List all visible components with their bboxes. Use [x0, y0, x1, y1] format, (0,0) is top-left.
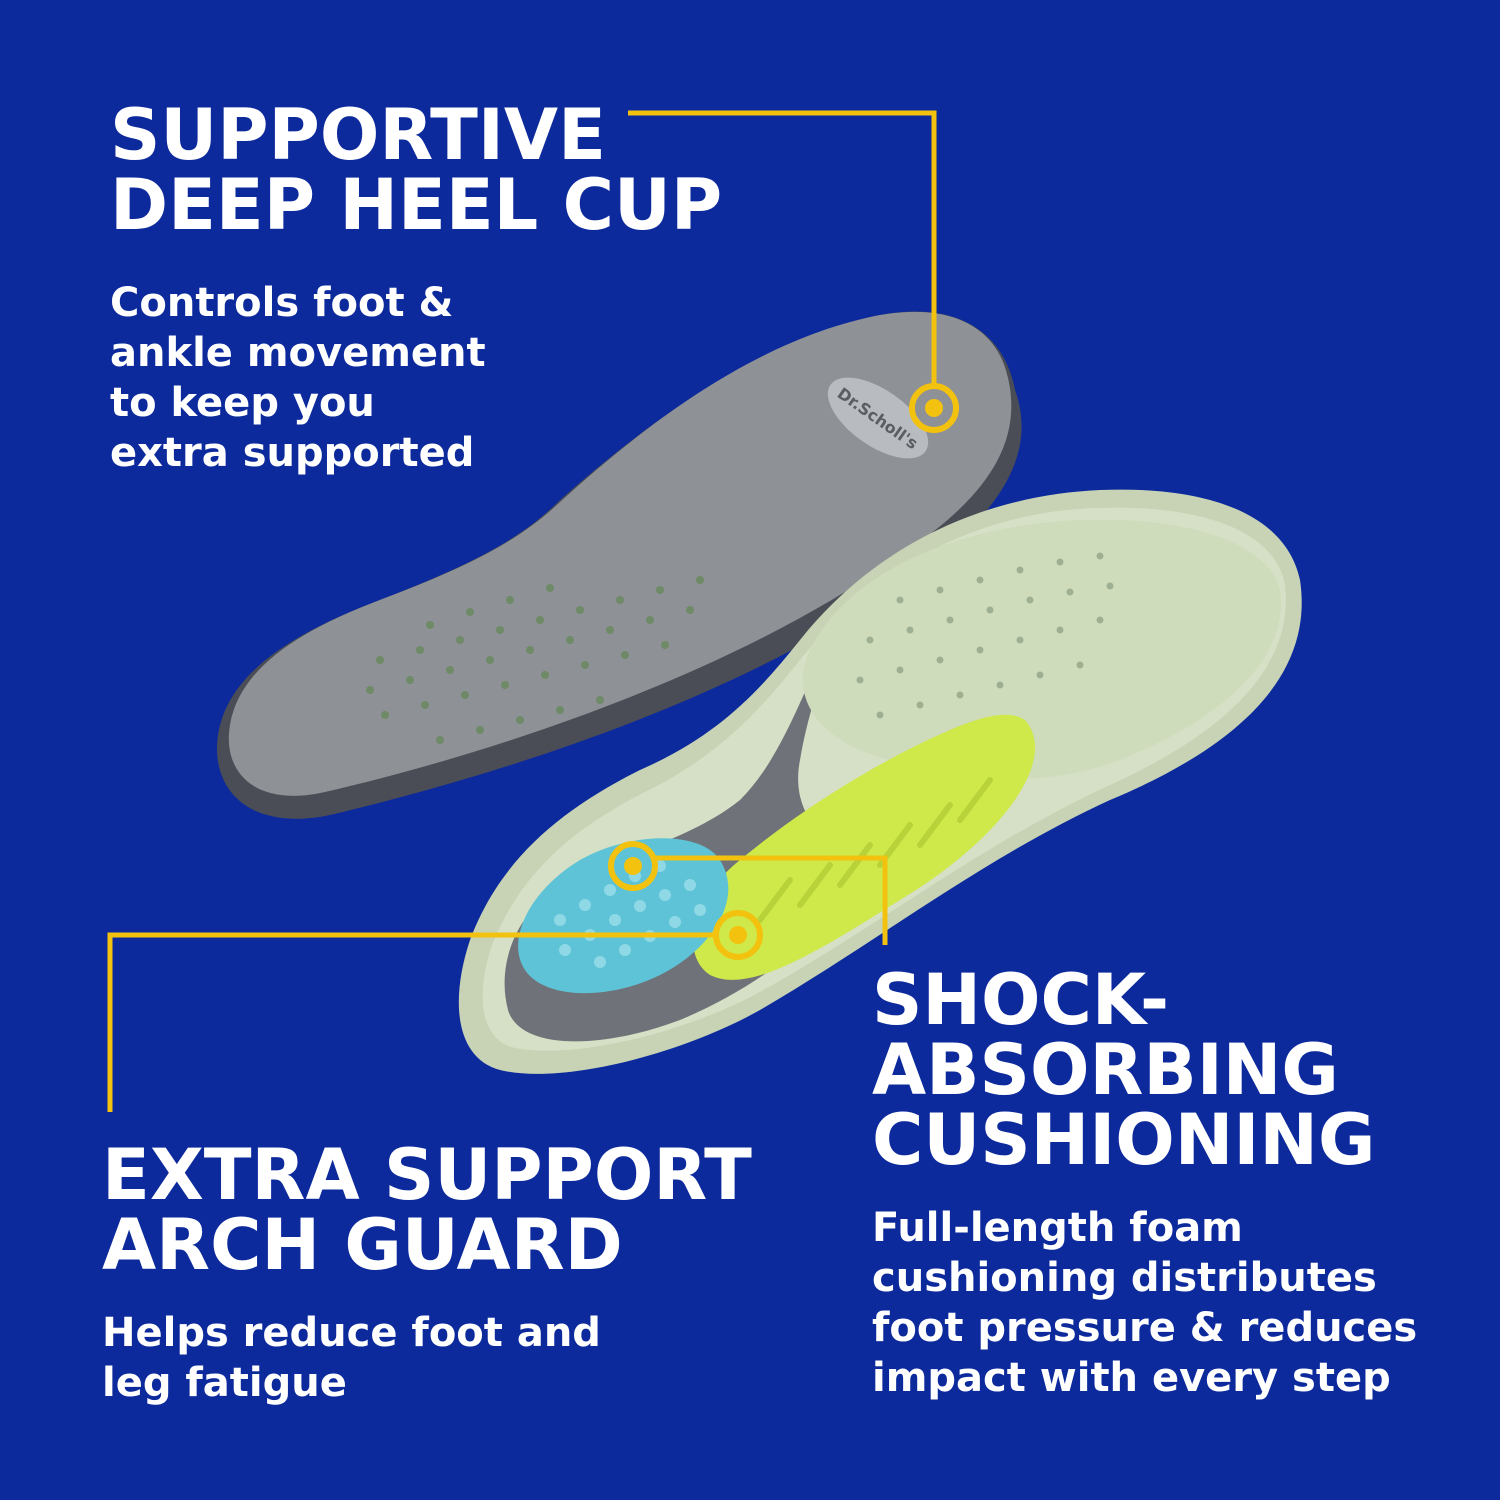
cushioning-title: SHOCK- ABSORBING CUSHIONING — [872, 959, 1376, 1181]
callout-markers — [608, 383, 959, 960]
feature-cushioning: SHOCK- ABSORBING CUSHIONING Full-length … — [872, 965, 1417, 1403]
arch-guard-description: Helps reduce foot and leg fatigue — [102, 1310, 601, 1406]
heel-cup-description: Controls foot & ankle movement to keep y… — [110, 280, 486, 476]
insole-top-view: Dr.Scholl's — [216, 311, 1022, 819]
heel-cup-title: SUPPORTIVE DEEP HEEL CUP — [110, 94, 723, 246]
insole-bottom-view — [458, 489, 1302, 1074]
feature-arch-guard: EXTRA SUPPORT ARCH GUARD Helps reduce fo… — [102, 1140, 752, 1408]
arch-guard-title: EXTRA SUPPORT ARCH GUARD — [102, 1134, 752, 1286]
perforation-holes — [366, 576, 704, 744]
callout-lines — [107, 110, 937, 1112]
cushioning-description: Full-length foam cushioning distributes … — [872, 1205, 1418, 1401]
feature-heel-cup: SUPPORTIVE DEEP HEEL CUP Controls foot &… — [110, 100, 722, 478]
